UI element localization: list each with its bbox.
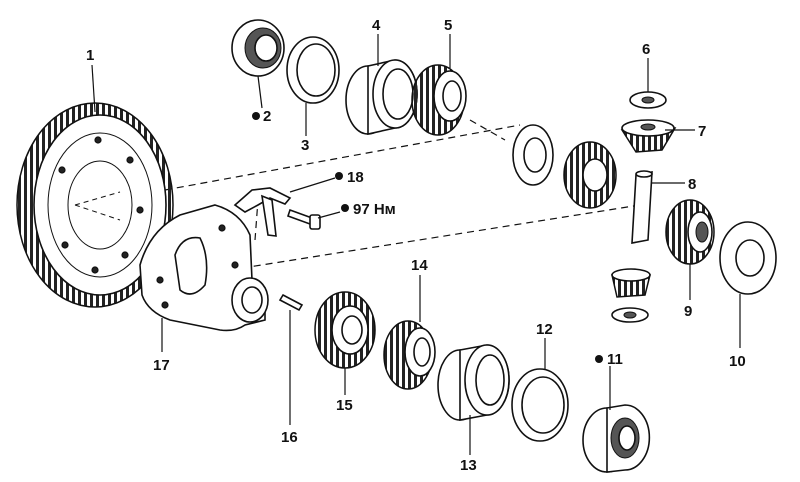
part-side-washer-upper — [512, 124, 554, 186]
marker-dot-2 — [252, 112, 260, 120]
part-bearing-race-right — [437, 344, 510, 421]
part-roller-bearing-left — [411, 64, 467, 136]
part-roller-bearing-right — [383, 320, 436, 390]
label-8: 8 — [688, 176, 696, 193]
part-seal-left — [231, 19, 285, 77]
marker-dot-18 — [335, 172, 343, 180]
label-9: 9 — [684, 303, 692, 320]
assembly-lines — [164, 119, 641, 271]
label-17: 17 — [153, 357, 170, 374]
part-bolt — [286, 208, 321, 230]
part-speedo-drive-gear — [314, 291, 376, 369]
part-lock-pin — [278, 293, 304, 312]
part-seal-right — [582, 404, 651, 473]
label-7: 7 — [698, 123, 706, 140]
part-shim-right — [511, 368, 569, 442]
marker-dot-97nm — [341, 204, 349, 212]
part-cross-shaft — [631, 170, 653, 244]
label-18: 18 — [347, 169, 364, 186]
label-5: 5 — [444, 17, 452, 34]
label-11: 11 — [607, 351, 623, 368]
part-speedo-bracket — [233, 187, 292, 237]
label-10: 10 — [729, 353, 746, 370]
label-14: 14 — [411, 257, 428, 274]
part-thrust-washer-right — [719, 221, 777, 295]
label-1: 1 — [86, 47, 94, 64]
part-side-gear-upper — [563, 141, 617, 209]
label-16: 16 — [281, 429, 298, 446]
label-3: 3 — [301, 137, 309, 154]
part-thrust-washer-bottom — [611, 307, 649, 323]
part-pinion-gear-bottom — [611, 268, 651, 298]
leader-lines — [91, 34, 741, 455]
marker-dot-11 — [595, 355, 603, 363]
label-2: 2 — [263, 108, 271, 125]
label-4: 4 — [372, 17, 381, 34]
part-ring-gear — [16, 102, 174, 308]
label-torque: 97 Нм — [353, 201, 396, 218]
part-shim-left — [286, 36, 340, 104]
part-pinion-gear-top — [620, 119, 677, 153]
part-differential-case — [139, 204, 269, 332]
label-15: 15 — [336, 397, 353, 414]
part-thrust-washer-top — [629, 91, 667, 109]
label-13: 13 — [460, 457, 477, 474]
label-12: 12 — [536, 321, 553, 338]
label-6: 6 — [642, 41, 650, 58]
part-bearing-race-left — [345, 59, 418, 135]
part-side-gear-right — [665, 199, 715, 265]
